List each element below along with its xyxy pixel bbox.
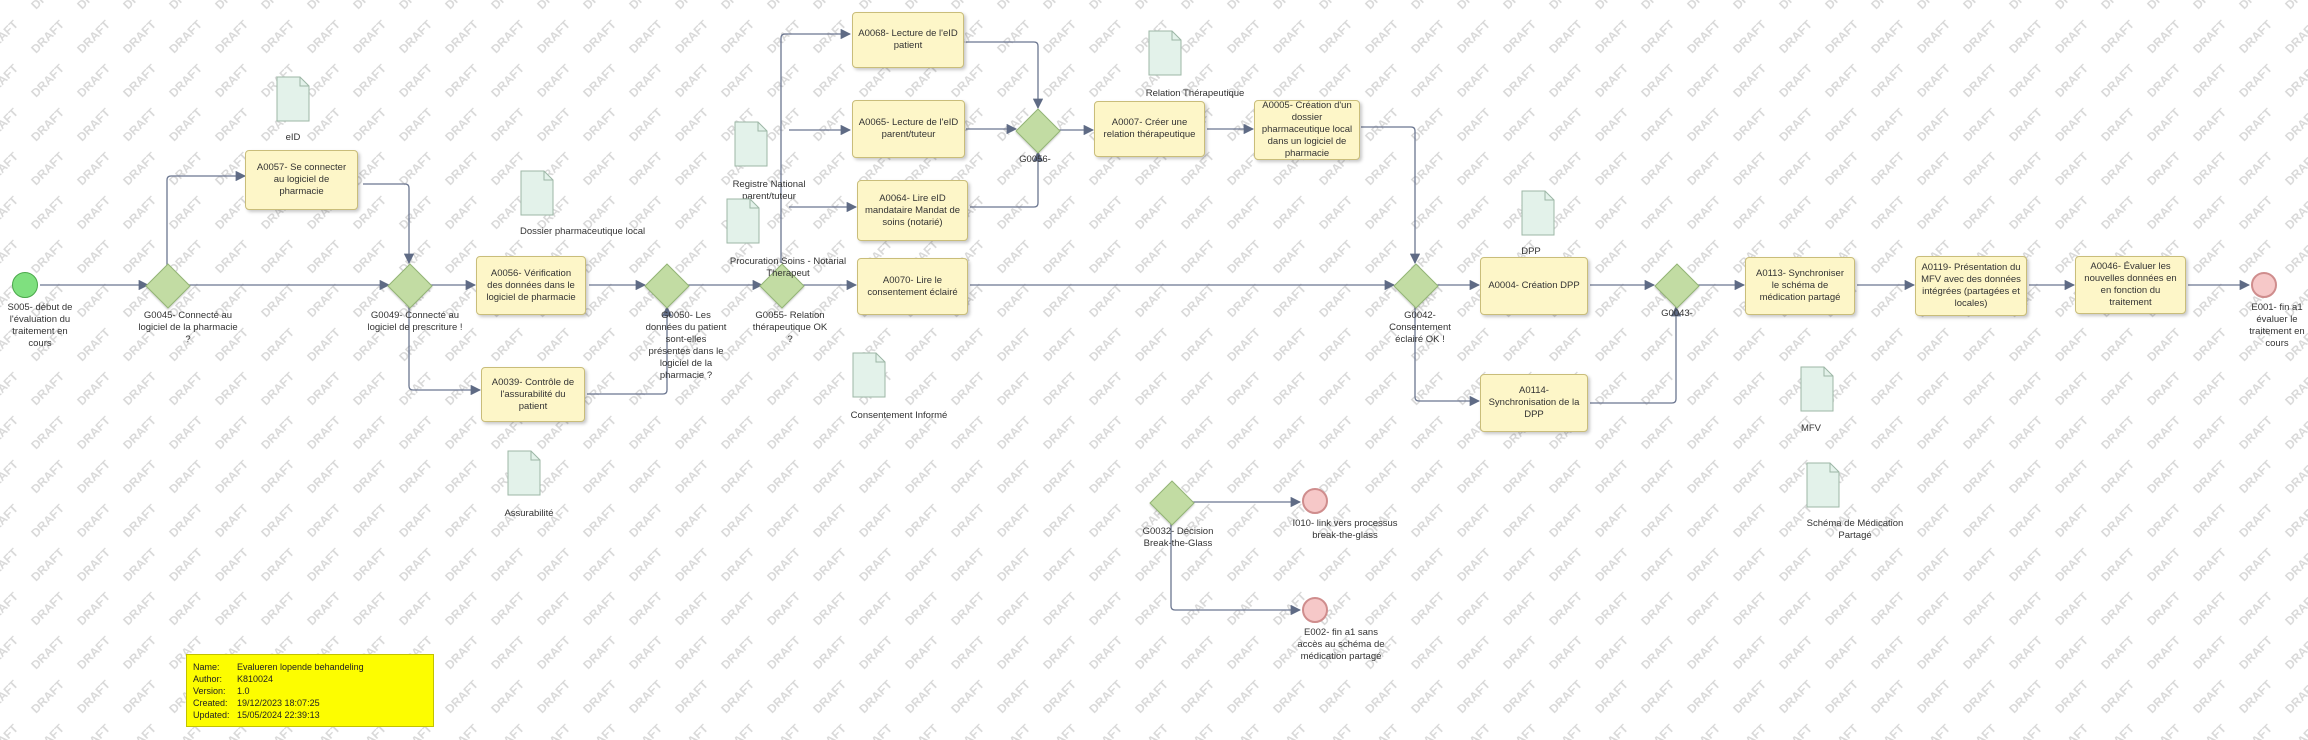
flow-a0064-g0056	[970, 150, 1044, 208]
document-dpp-label: DPP	[1521, 246, 1541, 257]
info-updated-value: 15/05/2024 22:39:13	[237, 710, 320, 720]
end-event-e001-label: E001- fin a1 évaluer le traitement en co…	[2249, 302, 2305, 349]
document-consentement-icon	[852, 352, 886, 398]
document-procuration-label: Procuration Soins - Notarial Therapeut	[729, 256, 847, 279]
info-name-row: Name: Evalueren lopende behandeling	[193, 661, 427, 673]
gateway-g0032-label: G0032- Décision Break-the-Glass	[1142, 526, 1214, 549]
info-created-key: Created:	[193, 698, 228, 708]
info-author-row: Author: K810024	[193, 673, 427, 685]
gateway-g0043-label: G0043-	[1661, 308, 1693, 319]
document-registre-icon	[734, 121, 768, 167]
info-version-value: 1.0	[237, 686, 250, 696]
task-a0068[interactable]: A0068- Lecture de l'eID patient	[852, 12, 964, 68]
task-a0007[interactable]: A0007- Créer une relation thérapeutique	[1094, 101, 1205, 157]
document-assurabilite-label: Assurabilité	[504, 508, 554, 519]
document-schema-label: Schéma de Médication Partagé	[1806, 518, 1904, 541]
info-author-value: K810024	[237, 674, 274, 684]
intermediate-event-i010-label: I010- link vers processus break-the-glas…	[1292, 518, 1398, 541]
document-registre-label: Registre National parent/tuteur	[732, 179, 806, 202]
flow-g0032-e002	[1170, 522, 1302, 616]
document-assurabilite-icon	[507, 450, 541, 496]
info-updated-row: Updated: 15/05/2024 22:39:13	[193, 709, 427, 721]
start-event-s005[interactable]	[12, 272, 38, 298]
task-a0039[interactable]: A0039- Contrôle de l'assurabilité du pat…	[481, 367, 585, 422]
info-version-row: Version: 1.0	[193, 685, 427, 697]
document-mfv-label: MFV	[1800, 423, 1822, 434]
document-dossier-local-label: Dossier pharmaceutique local	[520, 226, 646, 237]
diagram-info-box: Name: Evalueren lopende behandeling Autho…	[186, 654, 434, 727]
gateway-g0049-label: G0049- Connecté au logiciel de prescritu…	[367, 310, 463, 333]
task-a0119[interactable]: A0119- Présentation du MFV avec des donn…	[1915, 256, 2027, 316]
start-event-s005-label: S005- début de l'évaluation du traitemen…	[7, 302, 73, 349]
info-author-key: Author:	[193, 674, 223, 684]
flow-a0005-g0042	[1361, 126, 1421, 265]
document-schema-icon	[1806, 462, 1840, 508]
task-a0004[interactable]: A0004- Création DPP	[1480, 257, 1588, 315]
document-consentement-label: Consentement Informé	[850, 410, 948, 421]
document-eid-icon	[276, 76, 310, 122]
info-name-key: Name:	[193, 662, 220, 672]
flow-g0055-a0068	[780, 28, 852, 263]
document-eid-label: eID	[285, 132, 301, 143]
flow-a0114-g0043	[1590, 305, 1682, 404]
task-a0064[interactable]: A0064- Lire eID mandataire Mandat de soi…	[857, 180, 968, 241]
gateway-g0042-label: G0042- Consentement éclairé OK !	[1389, 310, 1451, 345]
task-a0065[interactable]: A0065- Lecture de l'eID parent/tuteur	[852, 100, 965, 158]
flow-a0039-g0050	[587, 305, 673, 395]
document-relation-label: Relation Thérapeutique	[1145, 88, 1245, 99]
task-a0056[interactable]: A0056- Vérification des données dans le …	[476, 256, 586, 315]
flow-a0057-g0049	[363, 183, 415, 265]
info-updated-key: Updated:	[193, 710, 230, 720]
info-created-value: 19/12/2023 18:07:25	[237, 698, 320, 708]
task-a0057[interactable]: A0057- Se connecter au logiciel de pharm…	[245, 150, 358, 210]
document-dpp-icon	[1521, 190, 1555, 236]
document-mfv-icon	[1800, 366, 1834, 412]
task-a0005[interactable]: A0005- Création d'un dossier pharmaceuti…	[1254, 100, 1360, 160]
flow-g0045-a0057	[166, 170, 247, 266]
gateway-g0056-label: G0056-	[1019, 154, 1051, 165]
task-a0114[interactable]: A0114- Synchronisation de la DPP	[1480, 374, 1588, 432]
flow-g0042-a0114	[1414, 306, 1481, 407]
end-event-e001[interactable]	[2251, 272, 2277, 298]
flow-g0049-a0039	[408, 305, 482, 396]
document-dossier-local-icon	[520, 170, 554, 216]
task-a0046[interactable]: A0046- Évaluer les nouvelles données en …	[2075, 256, 2186, 314]
info-name-value: Evalueren lopende behandeling	[237, 662, 364, 672]
gateway-g0055-label: G0055- Relation thérapeutique OK ?	[752, 310, 828, 345]
info-version-key: Version:	[193, 686, 226, 696]
end-event-e002-label: E002- fin a1 sans accès au schéma de méd…	[1297, 627, 1385, 662]
task-a0113[interactable]: A0113- Synchroniser le schéma de médicat…	[1745, 257, 1855, 315]
task-a0070[interactable]: A0070- Lire le consentement éclairé	[857, 258, 968, 315]
document-procuration-icon	[726, 198, 760, 244]
document-relation-icon	[1148, 30, 1182, 76]
info-created-row: Created: 19/12/2023 18:07:25	[193, 697, 427, 709]
end-event-e002[interactable]	[1302, 597, 1328, 623]
gateway-g0050-label: G0050- Les données du patient sont-elles…	[645, 310, 727, 381]
intermediate-event-i010[interactable]	[1302, 488, 1328, 514]
flow-a0068-g0056	[966, 41, 1044, 110]
gateway-g0045-label: G0045- Connecté au logiciel de la pharma…	[138, 310, 238, 345]
